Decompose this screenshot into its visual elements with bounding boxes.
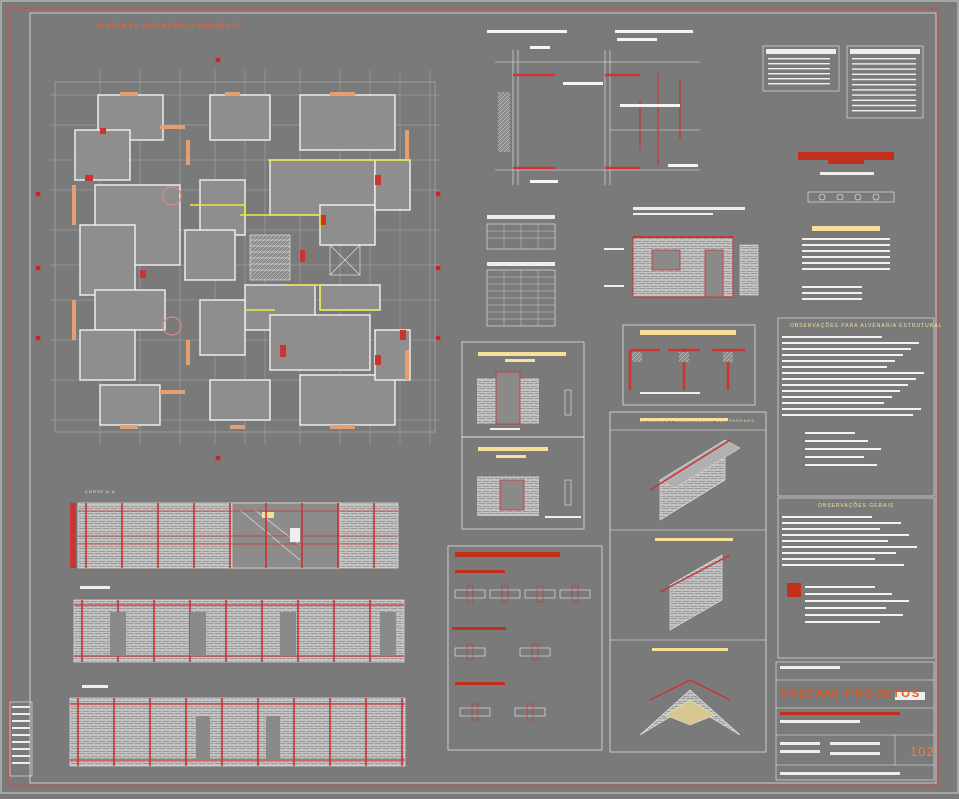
- company-name: STEFANI PROJETOS: [780, 688, 922, 700]
- title-block: [775, 661, 935, 781]
- notes-panel: [777, 317, 935, 659]
- section-a-label: CORTE A-A: [85, 489, 116, 494]
- legend-block: [9, 701, 33, 777]
- plan-title: PLANTA DE ALVENARIA 1º PAVIMENTO: [97, 24, 242, 30]
- section-b: [73, 586, 405, 663]
- detail-iso: [609, 411, 767, 753]
- yellow-lines: [190, 159, 410, 311]
- wall-elevation: [604, 207, 759, 298]
- small-tables: [486, 215, 556, 327]
- top-right-tables: [762, 45, 924, 300]
- sheet-inner-border: [29, 12, 937, 784]
- floor-plan: [35, 57, 441, 461]
- notes-structural-heading: OBSERVAÇÕES PARA ALVENARIA ESTRUTURAL: [790, 323, 943, 329]
- sheet-red-border: [7, 7, 939, 787]
- detail-door-1: [461, 341, 585, 438]
- sheet-number: 102: [910, 744, 935, 759]
- wall-section-detail: [495, 50, 700, 185]
- section-a: [70, 502, 399, 569]
- detail-amarracoes: [447, 545, 603, 751]
- detail-connections: [622, 324, 756, 406]
- section-c: [69, 685, 406, 767]
- stair: [249, 234, 291, 281]
- notes-general-heading: OBSERVAÇÕES GERAIS: [818, 503, 895, 509]
- detail-door-2: [461, 436, 585, 530]
- detail-heading: DETALHES - AMARRAÇÕES DAS PAREDES: [640, 418, 755, 423]
